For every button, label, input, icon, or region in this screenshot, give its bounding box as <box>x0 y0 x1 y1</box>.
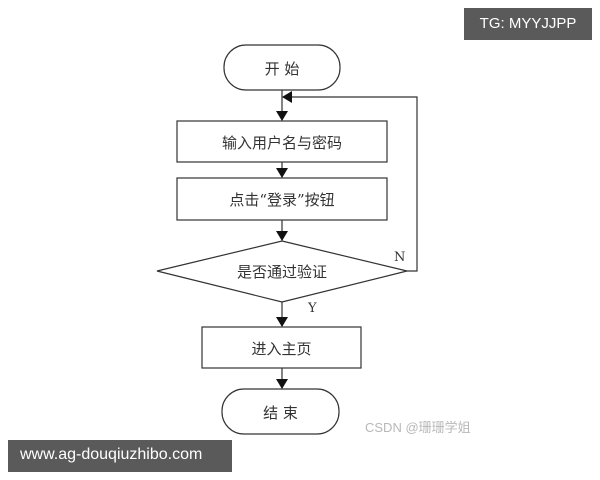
end-terminal <box>221 388 340 435</box>
home-process-box <box>201 326 362 369</box>
input-label: 输入用户名与密码 <box>221 134 342 152</box>
start-label: 开 始 <box>264 60 300 78</box>
click-label: 点击“登录”按钮 <box>229 191 335 209</box>
top-right-badge: TG: MYYJJPP <box>464 8 592 40</box>
input-process-box <box>176 120 388 163</box>
click-process-box <box>176 177 388 221</box>
end-label: 结 束 <box>263 404 298 422</box>
csdn-watermark: CSDN @珊珊学姐 <box>365 420 471 435</box>
edge-label-no: N <box>394 250 406 265</box>
home-label: 进入主页 <box>251 340 312 358</box>
edge-verify-loop-back <box>282 91 418 272</box>
edge-label-yes: Y <box>308 301 317 316</box>
bottom-left-badge: www.ag-douqiuzhibo.com <box>8 440 232 472</box>
verify-label: 是否通过验证 <box>236 263 327 281</box>
